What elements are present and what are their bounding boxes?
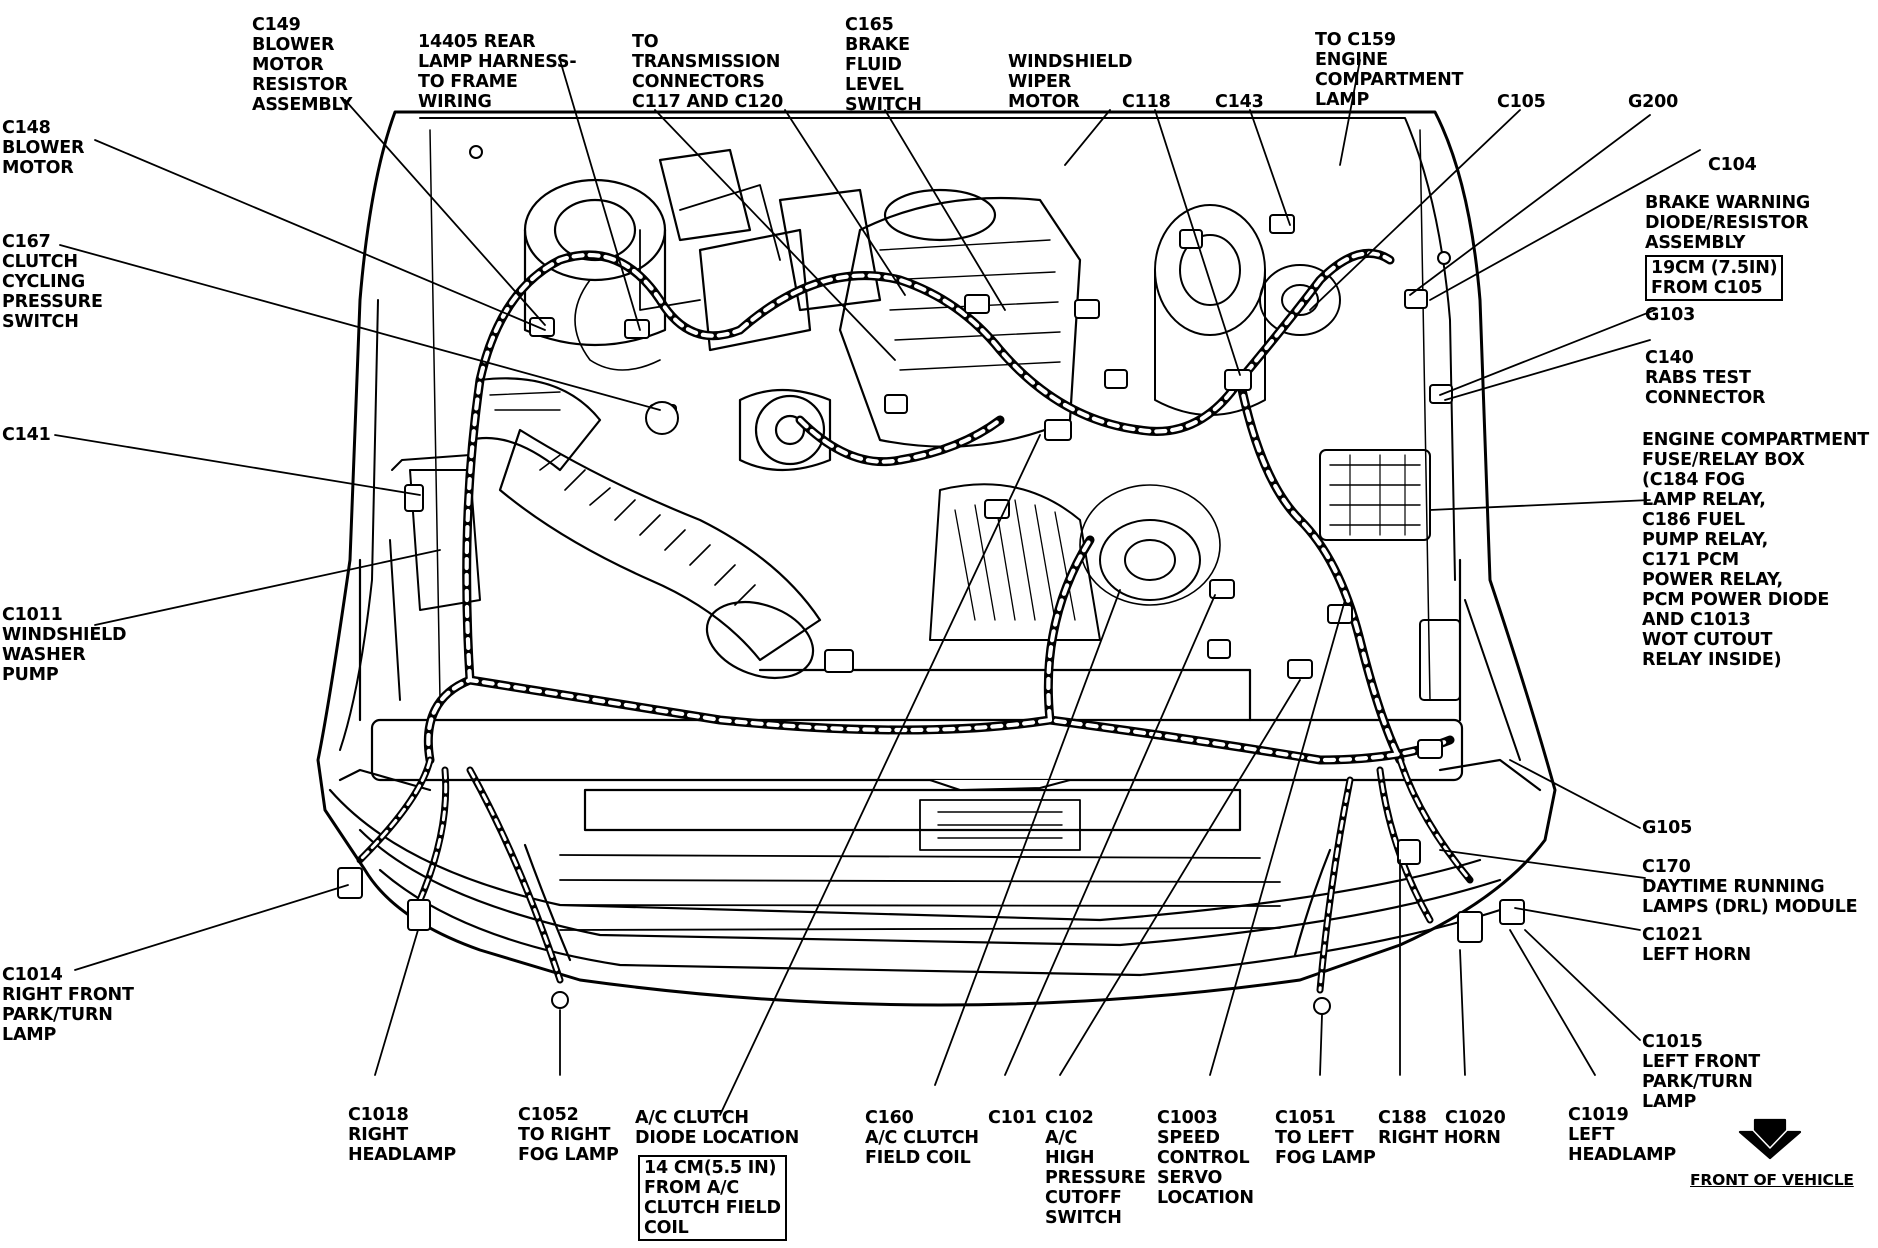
label-c105: C105: [1497, 92, 1546, 112]
label-windshield-wiper: WINDSHIELD WIPER MOTOR: [1008, 52, 1133, 112]
label-c101: C101: [988, 1108, 1037, 1128]
label-14405: 14405 REAR LAMP HARNESS- TO FRAME WIRING: [418, 32, 577, 112]
front-grille-bumper: [328, 758, 1542, 977]
washer-reservoir: [389, 454, 481, 701]
label-c143: C143: [1215, 92, 1264, 112]
label-to-transmission: TO TRANSMISSION CONNECTORS C117 AND C120: [632, 32, 784, 112]
label-c102: C102 A/C HIGH PRESSURE CUTOFF SWITCH: [1045, 1108, 1146, 1228]
label-c1020: C1020: [1445, 1108, 1506, 1128]
label-c1018: C1018 RIGHT HEADLAMP: [348, 1105, 457, 1165]
air-intake-duct: [468, 377, 822, 679]
label-c1015: C1015 LEFT FRONT PARK/TURN LAMP: [1642, 1032, 1760, 1112]
label-c1011: C1011 WINDSHIELD WASHER PUMP: [2, 605, 127, 685]
label-c141: C141: [2, 425, 51, 445]
label-c170: C170 DAYTIME RUNNING LAMPS (DRL) MODULE: [1642, 857, 1858, 917]
label-c149: C149 BLOWER MOTOR RESISTOR ASSEMBLY: [252, 15, 353, 115]
engine-block: [639, 184, 1082, 472]
label-c104: C104: [1708, 155, 1757, 175]
label-c1052: C1052 TO RIGHT FOG LAMP: [518, 1105, 619, 1165]
label-c1021: C1021 LEFT HORN: [1642, 925, 1751, 965]
front-arrow-icon: [1738, 1118, 1802, 1160]
label-brake-warning: BRAKE WARNING DIODE/RESISTOR ASSEMBLY: [1645, 193, 1811, 253]
label-c118: C118: [1122, 92, 1171, 112]
radiator-support: [358, 558, 1464, 851]
fixtures: [469, 145, 1451, 1015]
label-c148: C148 BLOWER MOTOR: [2, 118, 85, 178]
vehicle-body-outline: [316, 110, 1557, 1007]
label-g105: G105: [1642, 818, 1693, 838]
label-c160: C160 A/C CLUTCH FIELD COIL: [865, 1108, 979, 1168]
label-c167: C167 CLUTCH CYCLING PRESSURE SWITCH: [2, 232, 103, 332]
label-c165: C165 BRAKE FLUID LEVEL SWITCH: [845, 15, 922, 115]
connectors: [337, 214, 1525, 943]
wiring-harness-texture: [426, 251, 1453, 763]
label-c1019: C1019 LEFT HEADLAMP: [1568, 1105, 1677, 1165]
label-c1003: C1003 SPEED CONTROL SERVO LOCATION: [1157, 1108, 1254, 1208]
label-g200: G200: [1628, 92, 1679, 112]
leader-lines: [54, 59, 1701, 1116]
fan-shroud: [929, 483, 1221, 641]
label-ac-clutch-diode: A/C CLUTCH DIODE LOCATION: [635, 1108, 800, 1148]
label-brake-warning-distance: 19CM (7.5IN) FROM C105: [1645, 255, 1784, 301]
fuse-relay-box: [1319, 449, 1461, 701]
label-c188: C188 RIGHT HORN: [1378, 1108, 1501, 1148]
headlamp-harness-texture: [358, 758, 1472, 992]
label-to-c159: TO C159 ENGINE COMPARTMENT LAMP: [1315, 30, 1464, 110]
label-front-of-vehicle: FRONT OF VEHICLE: [1690, 1171, 1854, 1189]
label-c1014: C1014 RIGHT FRONT PARK/TURN LAMP: [2, 965, 134, 1045]
label-fuse-relay-box: ENGINE COMPARTMENT FUSE/RELAY BOX (C184 …: [1642, 430, 1870, 670]
label-ac-clutch-diode-distance: 14 CM(5.5 IN) FROM A/C CLUTCH FIELD COIL: [638, 1155, 787, 1241]
label-g103: G103: [1645, 305, 1696, 325]
label-c140: C140 RABS TEST CONNECTOR: [1645, 348, 1766, 408]
label-c1051: C1051 TO LEFT FOG LAMP: [1275, 1108, 1376, 1168]
